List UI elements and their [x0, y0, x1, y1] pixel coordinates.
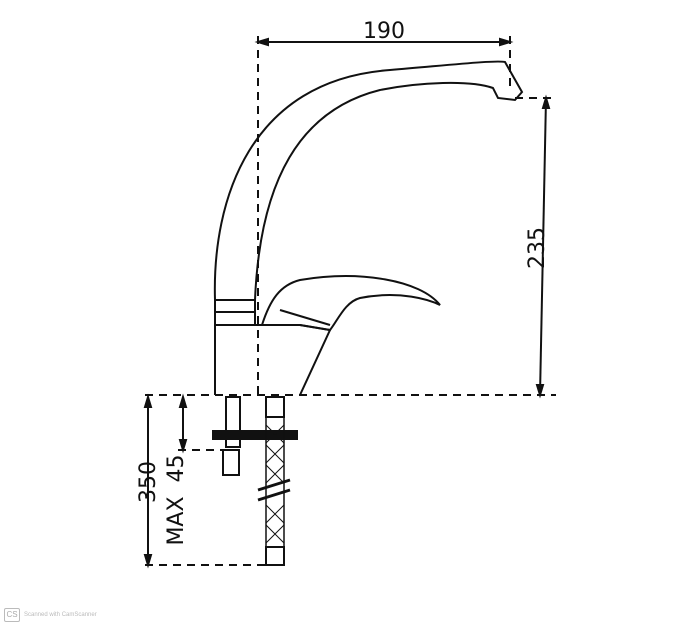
flexible-hose [257, 396, 291, 566]
faucet-body [213, 60, 524, 396]
dimension-spout-reach: 190 [254, 19, 514, 47]
dimension-max-thickness: MAX 45 [164, 393, 189, 546]
dimension-hose-length: 350 [136, 393, 161, 569]
centerlines [145, 36, 556, 566]
camscanner-logo: CS [4, 608, 20, 622]
watermark: CS Scanned with CamScanner [4, 608, 97, 622]
dimension-spout-height: 235 [525, 94, 551, 399]
watermark-text: Scanned with CamScanner [24, 612, 97, 618]
dimension-label-235: 235 [525, 227, 550, 269]
dimension-label-190: 190 [363, 19, 405, 44]
mounting-rod [212, 396, 298, 476]
faucet-lever [260, 275, 441, 332]
dimension-label-350: 350 [136, 461, 161, 503]
dimension-label-max-45: MAX 45 [164, 454, 189, 545]
